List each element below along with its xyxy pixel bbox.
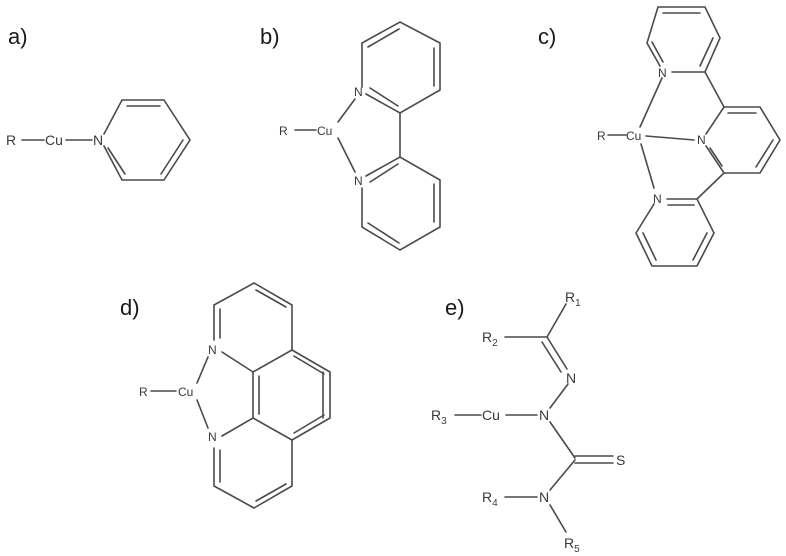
panel-c: c) R Cu N N N xyxy=(538,6,781,267)
atom-n-amine: N xyxy=(539,489,549,505)
atom-n-upper: N xyxy=(208,343,217,357)
atom-r: R xyxy=(6,132,16,148)
atom-r: R xyxy=(597,129,606,143)
atom-n-hydrazine: N xyxy=(539,407,549,423)
atom-n-imine: N xyxy=(566,370,576,386)
atom-n-upper: N xyxy=(354,85,363,99)
panel-b: b) R Cu N N xyxy=(260,21,441,251)
atom-cu: Cu xyxy=(45,132,63,148)
atom-cu: Cu xyxy=(178,385,193,399)
atom-r4: R4 xyxy=(482,489,498,509)
atom-cu: Cu xyxy=(317,124,332,138)
atom-r2: R2 xyxy=(482,329,498,349)
atom-n-lower: N xyxy=(354,174,363,188)
panel-label-a: a) xyxy=(8,24,28,49)
atom-r: R xyxy=(279,124,288,138)
atom-n: N xyxy=(93,132,103,148)
atom-r: R xyxy=(139,385,148,399)
atom-n-bottom: N xyxy=(653,192,662,206)
panel-label-e: e) xyxy=(445,295,465,320)
atom-r5: R5 xyxy=(564,535,580,555)
atom-s: S xyxy=(616,452,625,468)
panel-e: e) R1 R2 N R3 Cu N S R4 N R5 xyxy=(431,289,625,555)
panel-label-b: b) xyxy=(260,24,280,49)
atom-cu: Cu xyxy=(482,407,500,423)
atom-n-middle: N xyxy=(697,133,706,147)
atom-r1: R1 xyxy=(565,289,581,309)
panel-d: d) R Cu N N xyxy=(120,282,331,509)
panel-a: a) R Cu N xyxy=(6,24,191,181)
atom-r3: R3 xyxy=(431,407,447,427)
panel-label-d: d) xyxy=(120,295,140,320)
panel-label-c: c) xyxy=(538,24,556,49)
atom-n-top: N xyxy=(658,66,667,80)
atom-cu: Cu xyxy=(626,129,641,143)
atom-n-lower: N xyxy=(208,430,217,444)
